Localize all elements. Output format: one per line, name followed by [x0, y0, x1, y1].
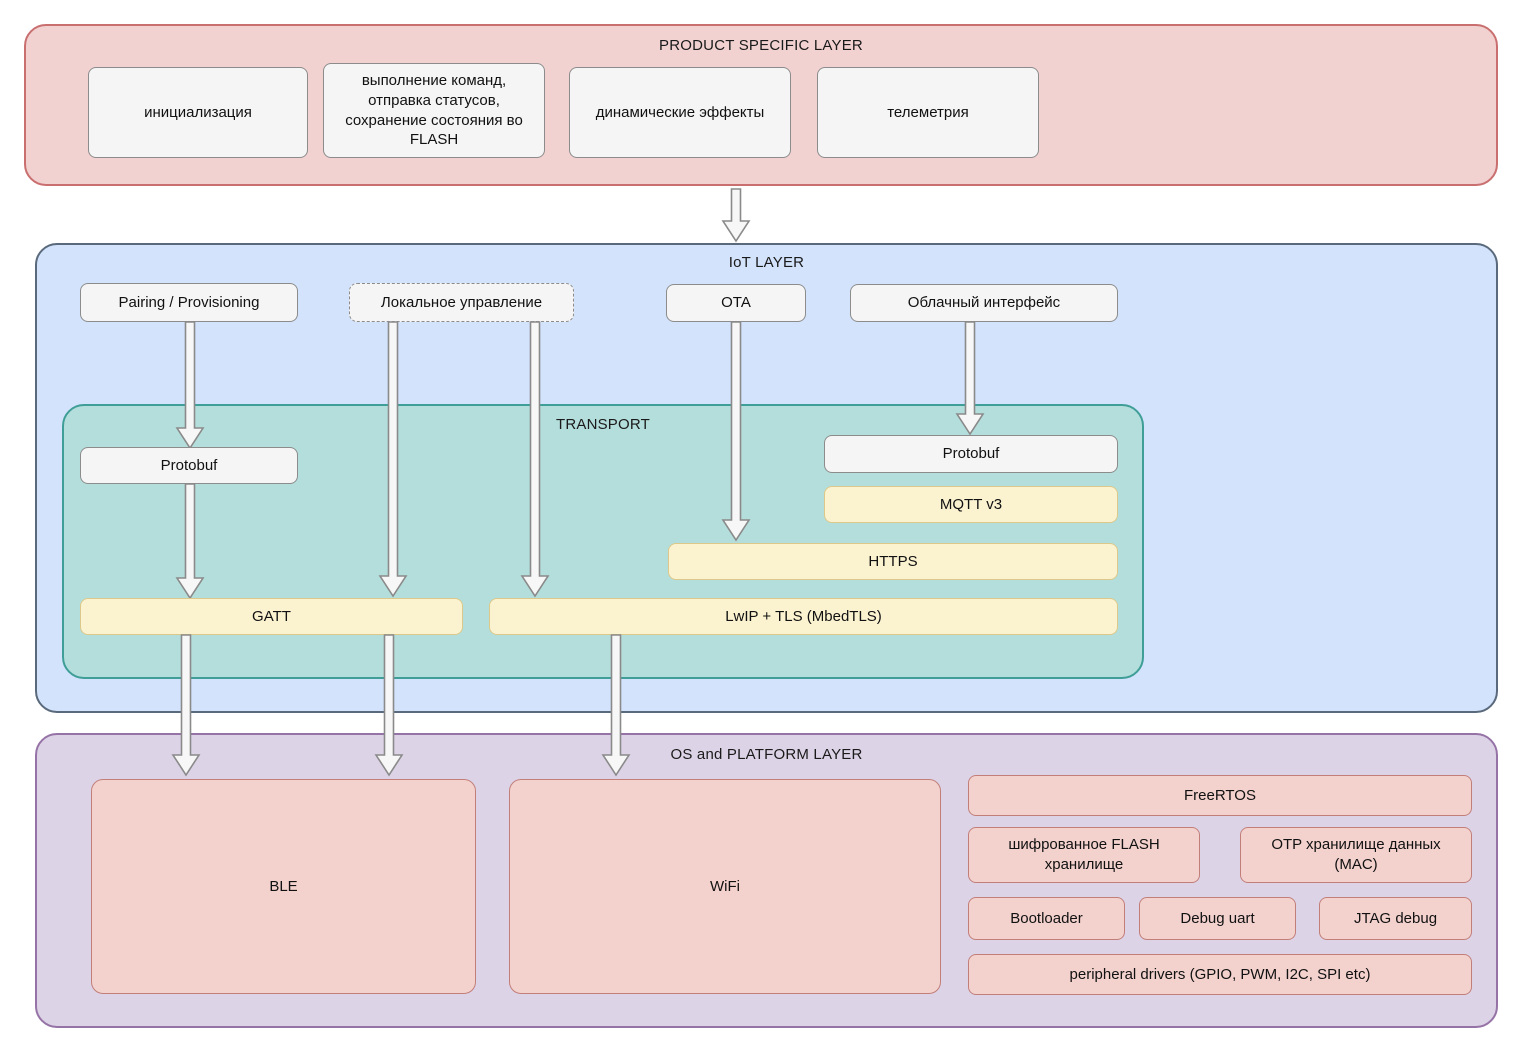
arrow-lwip-to-wifi	[601, 634, 631, 777]
transport-box-protobuf-cloud[interactable]: Protobuf	[824, 435, 1118, 473]
iot-box-pairing-provisioning[interactable]: Pairing / Provisioning	[80, 283, 298, 322]
product-layer-title: PRODUCT SPECIFIC LAYER	[659, 37, 863, 54]
iot-layer-title: IoT LAYER	[728, 254, 805, 271]
transport-box-mqtt-v3[interactable]: MQTT v3	[824, 486, 1118, 523]
transport-box-https[interactable]: HTTPS	[668, 543, 1118, 580]
product-box-telemetry[interactable]: телеметрия	[817, 67, 1039, 158]
os-box-jtag-debug[interactable]: JTAG debug	[1319, 897, 1472, 940]
transport-box-protobuf-ble[interactable]: Protobuf	[80, 447, 298, 484]
arrow-cloud-to-protobuf	[955, 321, 985, 436]
os-box-bootloader[interactable]: Bootloader	[968, 897, 1125, 940]
os-box-wifi[interactable]: WiFi	[509, 779, 941, 994]
os-layer-title: OS and PLATFORM LAYER	[670, 746, 863, 763]
product-box-dynamic-effects[interactable]: динамические эффекты	[569, 67, 791, 158]
os-box-otp-data-storage-mac[interactable]: OTP хранилище данных (MAC)	[1240, 827, 1472, 883]
arrow-pairing-to-protobuf	[175, 321, 205, 450]
arrow-local-control-to-gatt	[378, 321, 408, 598]
transport-box-lwip-tls[interactable]: LwIP + TLS (MbedTLS)	[489, 598, 1118, 635]
product-box-initialization[interactable]: инициализация	[88, 67, 308, 158]
arrow-local-control-to-lwip	[520, 321, 550, 598]
os-box-freertos[interactable]: FreeRTOS	[968, 775, 1472, 816]
os-box-ble[interactable]: BLE	[91, 779, 476, 994]
transport-box-gatt[interactable]: GATT	[80, 598, 463, 635]
arrow-ota-to-https	[721, 321, 751, 542]
os-box-encrypted-flash-storage[interactable]: шифрованное FLASH хранилище	[968, 827, 1200, 883]
arrow-product-to-iot	[721, 188, 751, 243]
os-box-debug-uart[interactable]: Debug uart	[1139, 897, 1296, 940]
arrow-gatt-to-ble-right	[374, 634, 404, 777]
iot-box-cloud-interface[interactable]: Облачный интерфейс	[850, 284, 1118, 322]
arrow-gatt-to-ble-left	[171, 634, 201, 777]
iot-box-ota[interactable]: OTA	[666, 284, 806, 322]
transport-title: TRANSPORT	[555, 416, 651, 433]
product-box-commands-status-flash[interactable]: выполнение команд, отправка статусов, со…	[323, 63, 545, 158]
iot-box-local-control[interactable]: Локальное управление	[349, 283, 574, 322]
arrow-protobuf-to-gatt	[175, 483, 205, 600]
os-box-peripheral-drivers[interactable]: peripheral drivers (GPIO, PWM, I2C, SPI …	[968, 954, 1472, 995]
